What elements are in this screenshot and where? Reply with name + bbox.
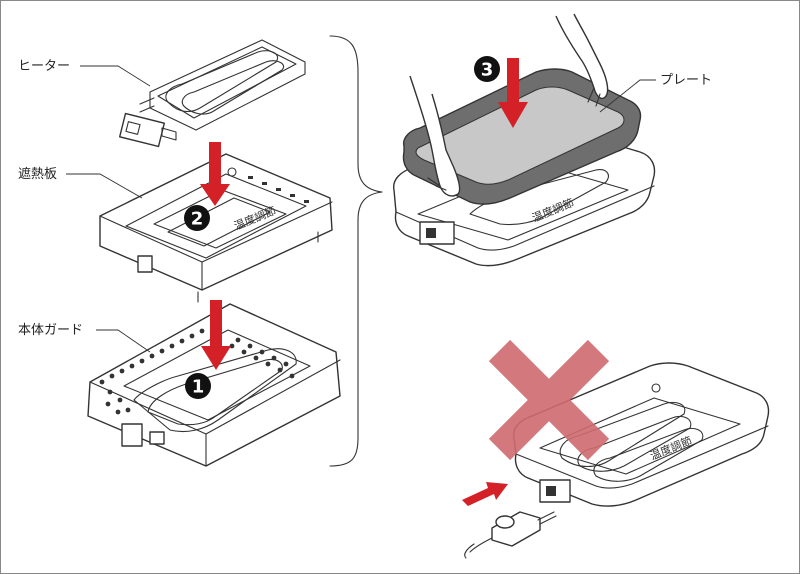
heat-shield-illustration: 温度調節 bbox=[99, 153, 333, 303]
leader-plate bbox=[599, 79, 656, 113]
insert-arrow-step-one bbox=[201, 300, 231, 370]
insert-arrow-step-three bbox=[498, 58, 528, 128]
heater-illustration bbox=[118, 39, 306, 148]
svg-text:3: 3 bbox=[481, 60, 494, 81]
plate-illustration bbox=[402, 68, 642, 205]
right-hand-illustration bbox=[555, 13, 609, 107]
cross-mark-icon bbox=[488, 339, 610, 461]
label-heater: ヒーター bbox=[18, 59, 70, 74]
insert-arrow-step-two bbox=[200, 142, 230, 206]
wrong-assembly-illustration: 温度調節 bbox=[513, 362, 770, 507]
leader-guard bbox=[96, 329, 151, 353]
svg-text:2: 2 bbox=[191, 209, 204, 230]
grouping-brace bbox=[329, 35, 383, 467]
body-guard-illustration bbox=[87, 303, 341, 467]
step-badge-three: 3 bbox=[474, 56, 500, 82]
step-badge-one: 1 bbox=[185, 373, 211, 399]
temperature-controller-illustration bbox=[464, 511, 557, 559]
insert-arrow-controller bbox=[462, 482, 508, 506]
step-badge-two: 2 bbox=[184, 205, 210, 231]
left-hand-illustration bbox=[409, 75, 461, 197]
label-guard: 本体ガード bbox=[18, 323, 83, 338]
leader-shield bbox=[66, 173, 143, 199]
label-plate: プレート bbox=[660, 73, 712, 88]
label-shield: 遮熱板 bbox=[18, 166, 57, 182]
leader-heater bbox=[80, 65, 151, 87]
svg-text:1: 1 bbox=[192, 377, 205, 398]
